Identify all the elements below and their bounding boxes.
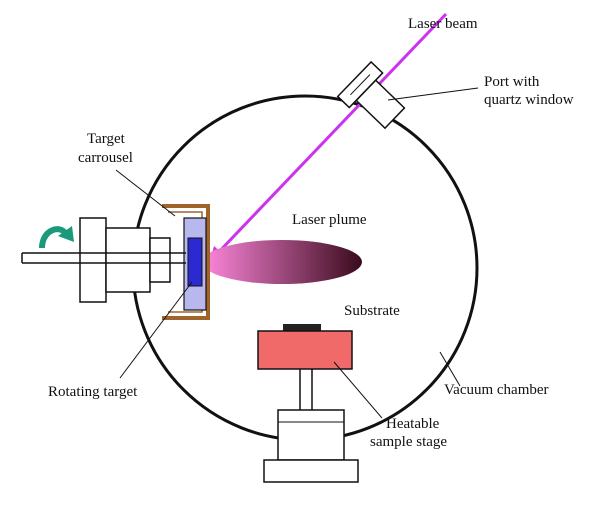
- leader-vacuum-chamber: [439, 351, 461, 387]
- leader-carrousel: [115, 169, 176, 217]
- rotation-feedthrough: [21, 217, 186, 303]
- leader-sample-stage: [333, 361, 383, 419]
- rotation-arrow-icon: [39, 226, 74, 249]
- stage-flange: [263, 409, 359, 483]
- label-vacuum-chamber: Vacuum chamber: [444, 382, 549, 398]
- label-port-line1: Port with: [484, 74, 540, 90]
- substrate: [283, 324, 321, 331]
- leader-rotating-target: [119, 281, 193, 379]
- label-carrousel-line2: carrousel: [78, 150, 133, 166]
- laser-beam: [212, 12, 448, 259]
- heatable-sample-stage: [257, 330, 353, 370]
- target-carrousel: [162, 204, 210, 320]
- label-substrate: Substrate: [344, 303, 400, 319]
- laser-plume: [202, 240, 362, 284]
- leader-port: [387, 87, 479, 101]
- label-port-line2: quartz window: [484, 92, 574, 108]
- label-stage-line2: sample stage: [370, 434, 447, 450]
- label-carrousel-line1: Target: [87, 131, 126, 147]
- quartz-window-port: [336, 60, 406, 130]
- label-stage-line1: Heatable: [386, 416, 440, 432]
- label-rotating-target: Rotating target: [48, 384, 138, 400]
- label-laser-beam: Laser beam: [408, 16, 478, 32]
- rotating-target: [187, 237, 203, 287]
- label-laser-plume: Laser plume: [292, 212, 367, 228]
